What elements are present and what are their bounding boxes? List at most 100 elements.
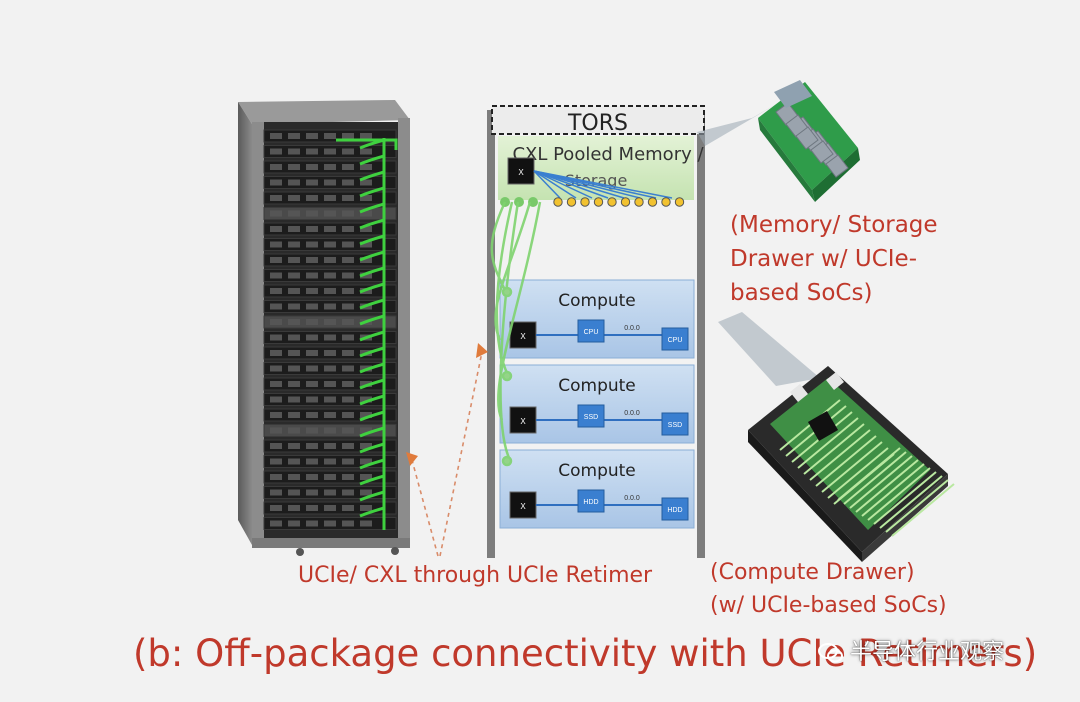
rack-drive-bay	[270, 241, 282, 248]
rack-drive-bay	[360, 443, 372, 449]
rack-drive-bay	[360, 164, 372, 170]
rack-drive-bay	[288, 133, 300, 139]
rack-drive-bay	[270, 350, 282, 356]
rack-drive-bay	[324, 195, 336, 201]
rack-drive-bay	[324, 241, 336, 248]
chip-a-label: SSD	[584, 414, 598, 421]
rack-drive-bay	[324, 226, 336, 232]
rack-drive-bay	[324, 272, 336, 279]
chip-b	[661, 497, 689, 521]
tors-box	[491, 105, 705, 135]
storage-dot	[593, 197, 604, 207]
rack-drive-bay	[306, 334, 318, 341]
rack-drive-bay	[360, 210, 372, 217]
memory-module-tile	[810, 140, 834, 164]
rack-cable	[359, 282, 385, 294]
rack-drive-bay	[324, 474, 336, 480]
memory-callout-beam	[697, 102, 780, 146]
retimer-label: UCIe/ CXL through UCIe Retimer	[298, 563, 653, 588]
rack-drive-bay	[288, 319, 300, 325]
rack-drive-bay	[324, 148, 336, 155]
rack-drive-bay	[270, 164, 282, 170]
rack-drive-bay	[288, 365, 300, 372]
chip-b-label: HDD	[667, 507, 682, 514]
wechat-icon	[818, 643, 843, 663]
rack-cable	[359, 202, 385, 214]
compute-drawer-illustration	[748, 366, 955, 562]
rack-drive-bay	[324, 288, 336, 294]
dimm-row	[879, 475, 943, 529]
chip-dots: 0.0.0	[624, 495, 640, 502]
rack-drive-bay	[270, 489, 282, 496]
rack-drive-bay	[342, 164, 354, 170]
rack-drive-bay	[342, 241, 354, 248]
rack-drive-bay	[288, 443, 300, 449]
backplane-link	[490, 201, 507, 291]
link-port-dot	[501, 370, 513, 382]
rack-drive-bay	[288, 226, 300, 232]
rack-drive-bay	[270, 412, 282, 418]
rack-drive-bay	[306, 396, 318, 403]
compute-drawer-label-line: (Compute Drawer)	[710, 560, 915, 585]
rack-drive-bay	[342, 319, 354, 325]
chip-b-label: SSD	[668, 422, 682, 429]
rack-drive-bay	[270, 133, 282, 139]
chip-dots: 0.0.0	[624, 325, 640, 332]
compute-callout-beam	[718, 312, 820, 386]
server-rack-illustration	[238, 100, 410, 556]
rack-drive-bay	[342, 489, 354, 496]
pool-link-line	[533, 170, 609, 199]
rack-drive-bay	[288, 195, 300, 201]
dimm-row	[891, 483, 955, 537]
storage-dot	[634, 197, 644, 207]
rack-drive-bay	[360, 257, 372, 263]
rack-cable	[359, 458, 385, 470]
rack-cable	[359, 298, 385, 310]
rack-drive-bay	[324, 350, 336, 356]
rack-drive-bay	[306, 257, 318, 263]
storage-dot	[620, 197, 631, 207]
rack-drive-bay	[342, 505, 354, 511]
arrow-head-left	[406, 452, 418, 466]
rack-drive-bay	[306, 365, 318, 372]
rack-cable	[359, 346, 385, 358]
rack-drive-bay	[288, 241, 300, 248]
dimm-row	[849, 455, 913, 509]
compute-drawer-label: (Compute Drawer) (w/ UCIe-based SoCs)	[710, 556, 1000, 622]
rack-drive-bay	[324, 133, 336, 139]
rack-drive-bay	[288, 381, 300, 387]
rack-drive-bay	[342, 195, 354, 201]
dimm-row	[843, 451, 907, 505]
rack-cable	[359, 378, 385, 390]
rack-cable	[359, 170, 385, 182]
rack-drive-bay	[270, 319, 282, 325]
rack-cable	[359, 490, 385, 502]
rack-drive-bay	[324, 505, 336, 511]
pool-link-line	[533, 170, 577, 199]
rack-drive-bay	[270, 303, 282, 310]
rack-cable	[359, 314, 385, 326]
rack-drive-bay	[306, 148, 318, 155]
rack-drive-bay	[360, 458, 372, 465]
watermark: 半导体行业观察	[818, 634, 1004, 666]
switch-chip-label: X	[520, 502, 526, 511]
rack-drive-bay	[306, 489, 318, 496]
rack-drive-bay	[324, 396, 336, 403]
rack-cable	[359, 218, 385, 230]
rack-drive-bay	[324, 520, 336, 527]
rack-drive-bay	[288, 412, 300, 418]
rack-drive-bay	[270, 210, 282, 217]
rack-drive-bay	[270, 334, 282, 341]
rack-drive-bay	[306, 241, 318, 248]
rack-drive-bay	[288, 427, 300, 434]
chip-a	[577, 489, 605, 513]
chip-dots: 0.0.0	[624, 410, 640, 417]
dimm-row	[803, 423, 865, 475]
dimm-row	[833, 453, 895, 505]
rack-drive-bay	[342, 381, 354, 387]
chip-a	[577, 404, 605, 428]
dimm-row	[809, 429, 871, 481]
rack-cable	[359, 394, 385, 406]
storage-dot	[580, 197, 590, 207]
